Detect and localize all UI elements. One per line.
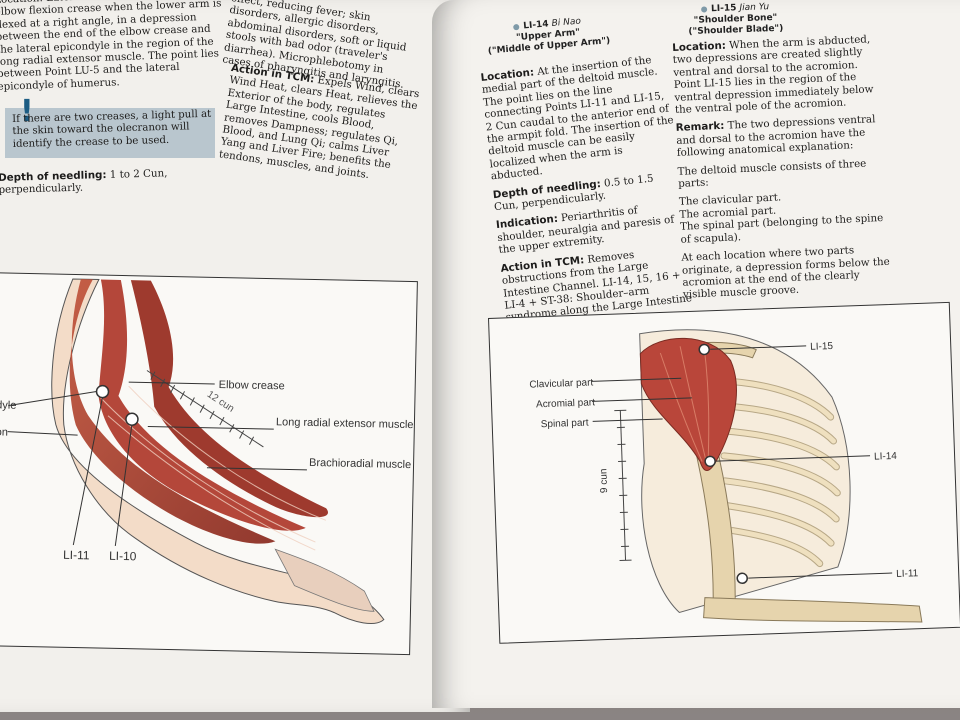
exclamation-icon: !: [20, 94, 34, 129]
li15-point: [698, 343, 710, 356]
cun-scale-vertical: [619, 410, 627, 561]
li11-point: [736, 572, 748, 585]
tip-text: If there are two creases, a light pull a…: [12, 108, 212, 150]
action-text: Expels Wind, clears Wind Heat, clears He…: [218, 74, 421, 181]
bullet-icon: [700, 5, 708, 13]
left-page: Location: Lateral to the radial end of t…: [0, 0, 470, 712]
li14-text-column: Location: At the insertion of the medial…: [480, 54, 693, 336]
li15-label: LI-15: [810, 341, 834, 353]
right-page: LI-14 Bi Nao "Upper Arm" ("Middle of Upp…: [432, 0, 960, 708]
brachioradial-label: Brachioradial muscle: [309, 457, 411, 471]
li15-header: LI-15 Jian Yu "Shoulder Bone" ("Shoulder…: [688, 2, 784, 38]
acromial-part-label: Acromial part: [536, 397, 595, 410]
bullet-icon: [513, 23, 520, 30]
long-radial-extensor-label: Long radial extensor muscle of wrist: [276, 416, 417, 432]
shoulder-figure: 9 cun Clavicular part Acromial part Spin…: [488, 301, 960, 644]
li10-point: [125, 412, 139, 426]
forearm-illustration: 12 cun Elbow crease Long radial extensor…: [0, 278, 451, 624]
forearm-figure: 12 cun Elbow crease Long radial extensor…: [0, 272, 451, 656]
olecranon-label: on: [0, 426, 8, 438]
li11-label: LI-11: [63, 548, 90, 563]
li10-label: LI-10: [109, 549, 137, 564]
li11-point: [95, 384, 110, 399]
arm-outline: [51, 278, 385, 624]
extensor-muscle: [98, 279, 306, 531]
shoulder-illustration: 9 cun Clavicular part Acromial part Spin…: [529, 329, 923, 623]
li14-point: [704, 455, 716, 468]
cun-label: 12 cun: [205, 389, 236, 415]
forearm-bone: [703, 597, 923, 623]
clavicular-part-label: Clavicular part: [529, 377, 593, 390]
depth-title: Depth of needling:: [0, 168, 107, 184]
biceps-muscle: [69, 279, 276, 544]
li15-text-column: Location: When the arm is abducted, two …: [672, 33, 890, 302]
left-location-text: Location: Lateral to the radial end of t…: [0, 0, 222, 93]
li11-label-right: LI-11: [896, 568, 919, 580]
spinal-part-label: Spinal part: [541, 418, 589, 431]
hand: [274, 548, 375, 612]
li14-header: LI-14 Bi Nao "Upper Arm" ("Middle of Upp…: [487, 16, 611, 57]
cun-label-vertical: 9 cun: [598, 468, 610, 493]
li14-label: LI-14: [874, 451, 898, 463]
left-depth-block: Depth of needling: 1 to 2 Cun, perpendic…: [0, 166, 229, 197]
epicondyle-label: dyle: [0, 399, 17, 411]
tip-box: [5, 108, 215, 158]
elbow-crease-label: Elbow crease: [219, 379, 285, 392]
